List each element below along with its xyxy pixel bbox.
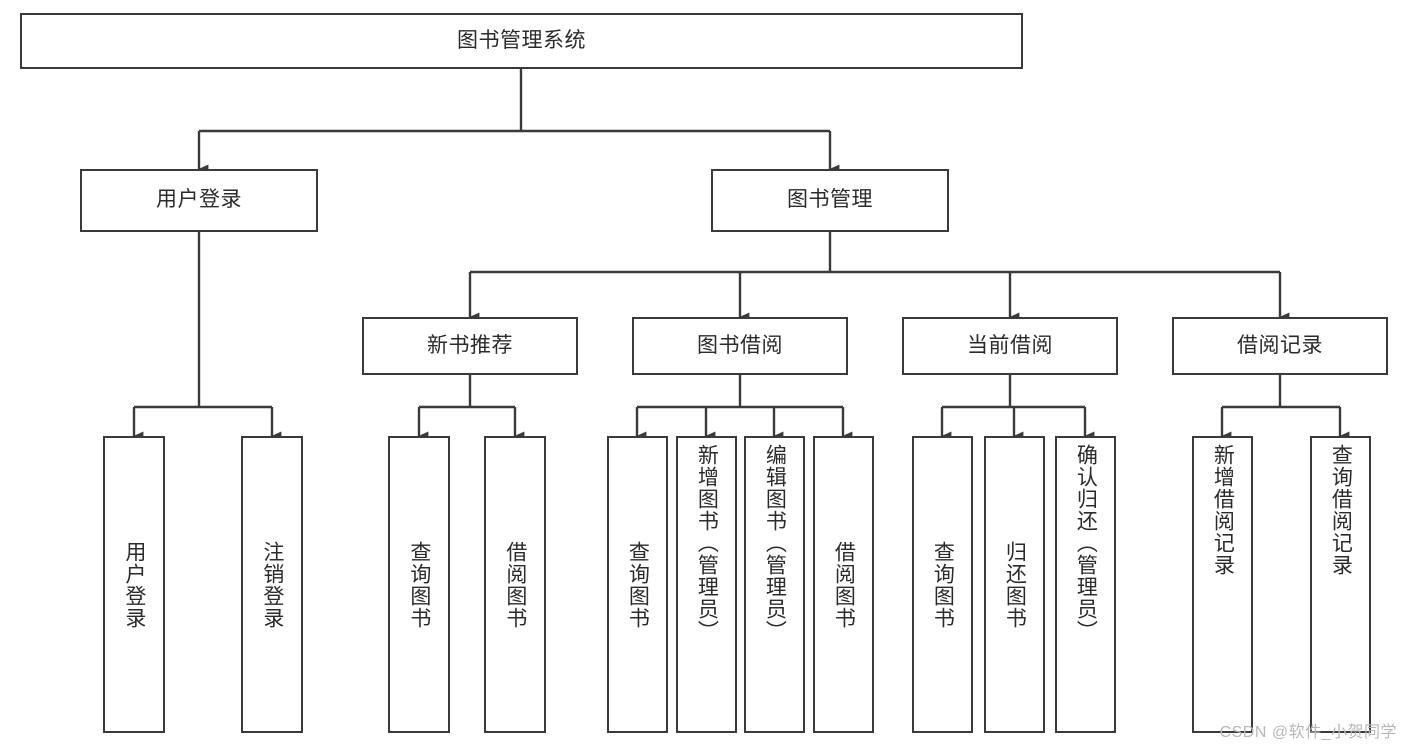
node-label: 归还图书 — [1003, 540, 1027, 629]
node-leaf-user-login[interactable]: 用户登录 — [103, 436, 165, 733]
node-leaf-return-book[interactable]: 归还图书 — [984, 436, 1045, 733]
node-current-borrow[interactable]: 当前借阅 — [902, 317, 1118, 375]
node-label: 注销登录 — [260, 540, 284, 629]
node-label: 确认归还（管理员） — [1074, 444, 1098, 642]
node-leaf-query-borrow-record[interactable]: 查询借阅记录 — [1310, 436, 1371, 733]
node-label: 当前借阅 — [967, 333, 1053, 357]
node-label: 借阅图书 — [832, 540, 856, 629]
node-label: 借阅图书 — [503, 540, 527, 629]
node-user-login[interactable]: 用户登录 — [80, 169, 318, 232]
node-leaf-confirm-return-admin[interactable]: 确认归还（管理员） — [1055, 436, 1116, 733]
node-label: 图书管理 — [787, 188, 873, 212]
node-book-borrow[interactable]: 图书借阅 — [632, 317, 848, 375]
node-label: 新增图书（管理员） — [695, 444, 719, 642]
node-label: 查询图书 — [931, 540, 955, 629]
node-leaf-add-book-admin[interactable]: 新增图书（管理员） — [676, 436, 737, 733]
node-label: 用户登录 — [122, 540, 146, 629]
node-leaf-query-book-recommend[interactable]: 查询图书 — [388, 436, 450, 733]
watermark-text: CSDN @软件_小贺同学 — [1219, 724, 1397, 741]
node-label: 查询图书 — [407, 540, 431, 629]
node-label: 用户登录 — [156, 188, 242, 212]
connector-edges — [132, 69, 1350, 441]
node-label: 查询借阅记录 — [1329, 444, 1353, 576]
node-book-manage[interactable]: 图书管理 — [711, 169, 949, 232]
node-label: 借阅记录 — [1237, 333, 1323, 357]
node-leaf-borrow-book[interactable]: 借阅图书 — [813, 436, 874, 733]
node-label: 查询图书 — [626, 540, 650, 629]
node-label: 图书借阅 — [697, 333, 783, 357]
node-leaf-add-borrow-record[interactable]: 新增借阅记录 — [1192, 436, 1253, 733]
node-label: 新增借阅记录 — [1211, 444, 1235, 576]
node-leaf-edit-book-admin[interactable]: 编辑图书（管理员） — [744, 436, 805, 733]
node-label: 图书管理系统 — [457, 28, 586, 52]
node-root[interactable]: 图书管理系统 — [20, 13, 1023, 69]
node-label: 新书推荐 — [427, 333, 513, 357]
node-leaf-borrow-book-recommend[interactable]: 借阅图书 — [484, 436, 546, 733]
node-borrow-record[interactable]: 借阅记录 — [1172, 317, 1388, 375]
node-leaf-logout[interactable]: 注销登录 — [241, 436, 303, 733]
node-new-book-recommend[interactable]: 新书推荐 — [362, 317, 578, 375]
node-leaf-query-book-current[interactable]: 查询图书 — [912, 436, 973, 733]
node-leaf-query-book-borrow[interactable]: 查询图书 — [607, 436, 668, 733]
node-label: 编辑图书（管理员） — [763, 444, 787, 642]
